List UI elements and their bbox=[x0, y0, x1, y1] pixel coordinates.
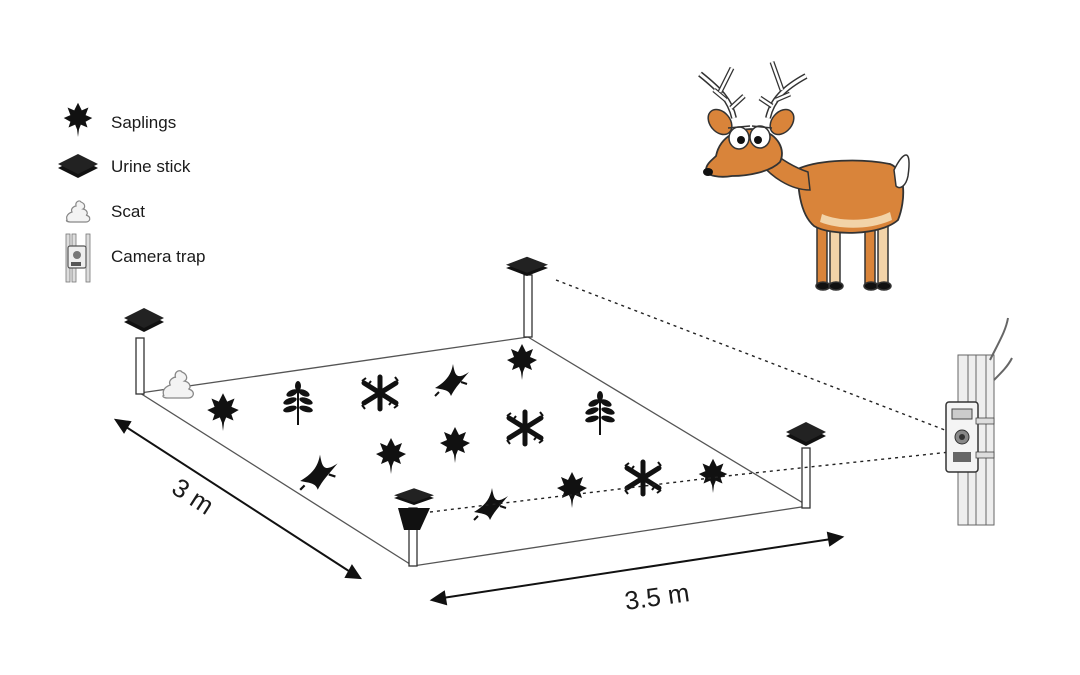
camera-sight-lines bbox=[429, 279, 951, 513]
legend-item-scat: Scat bbox=[65, 200, 145, 223]
bird-sapling-icon bbox=[434, 363, 470, 397]
legend-item-camera-trap: Camera trap bbox=[65, 233, 205, 283]
maple-leaf-icon bbox=[207, 393, 239, 431]
urine-stick-icon bbox=[394, 488, 434, 567]
spiky-sapling-icon bbox=[507, 412, 543, 444]
scat-icon bbox=[162, 370, 194, 399]
urine-stick-icon bbox=[58, 154, 98, 178]
maple-leaf-icon bbox=[557, 472, 587, 508]
camera-trap-icon bbox=[65, 233, 91, 283]
camera-trap-icon bbox=[945, 401, 995, 473]
dimension-length bbox=[429, 531, 845, 606]
legend-label-saplings: Saplings bbox=[111, 113, 176, 132]
plot-outline bbox=[138, 336, 810, 567]
urine-stick-icon bbox=[786, 422, 826, 509]
spiky-sapling-icon bbox=[625, 462, 661, 494]
scat-icon bbox=[65, 200, 91, 223]
maple-leaf-icon bbox=[63, 102, 93, 137]
fern-leaf-icon bbox=[281, 380, 315, 426]
dimension-width bbox=[113, 418, 362, 580]
legend-item-urine-stick: Urine stick bbox=[58, 154, 191, 178]
urine-stick-icon bbox=[506, 256, 548, 338]
width-label: 3 m bbox=[167, 472, 220, 521]
legend-label-urine-stick: Urine stick bbox=[111, 157, 191, 176]
maple-leaf-icon bbox=[440, 427, 470, 463]
legend: Saplings Urine stick Scat Camera trap bbox=[58, 102, 205, 283]
camera-trap-tree bbox=[945, 317, 1013, 526]
legend-item-saplings: Saplings bbox=[63, 102, 176, 137]
urine-stick-icon bbox=[124, 308, 164, 395]
length-label: 3.5 m bbox=[623, 577, 692, 616]
legend-label-scat: Scat bbox=[111, 202, 145, 221]
bird-sapling-icon bbox=[299, 453, 339, 491]
bird-sapling-icon bbox=[473, 487, 509, 521]
spiky-sapling-icon bbox=[362, 377, 398, 409]
saplings bbox=[207, 344, 728, 521]
urine-stick-posts bbox=[124, 256, 826, 567]
legend-label-camera-trap: Camera trap bbox=[111, 247, 205, 266]
fern-leaf-icon bbox=[583, 390, 617, 436]
maple-leaf-icon bbox=[376, 438, 406, 474]
deer-illustration bbox=[698, 61, 910, 291]
maple-leaf-icon bbox=[507, 344, 537, 380]
